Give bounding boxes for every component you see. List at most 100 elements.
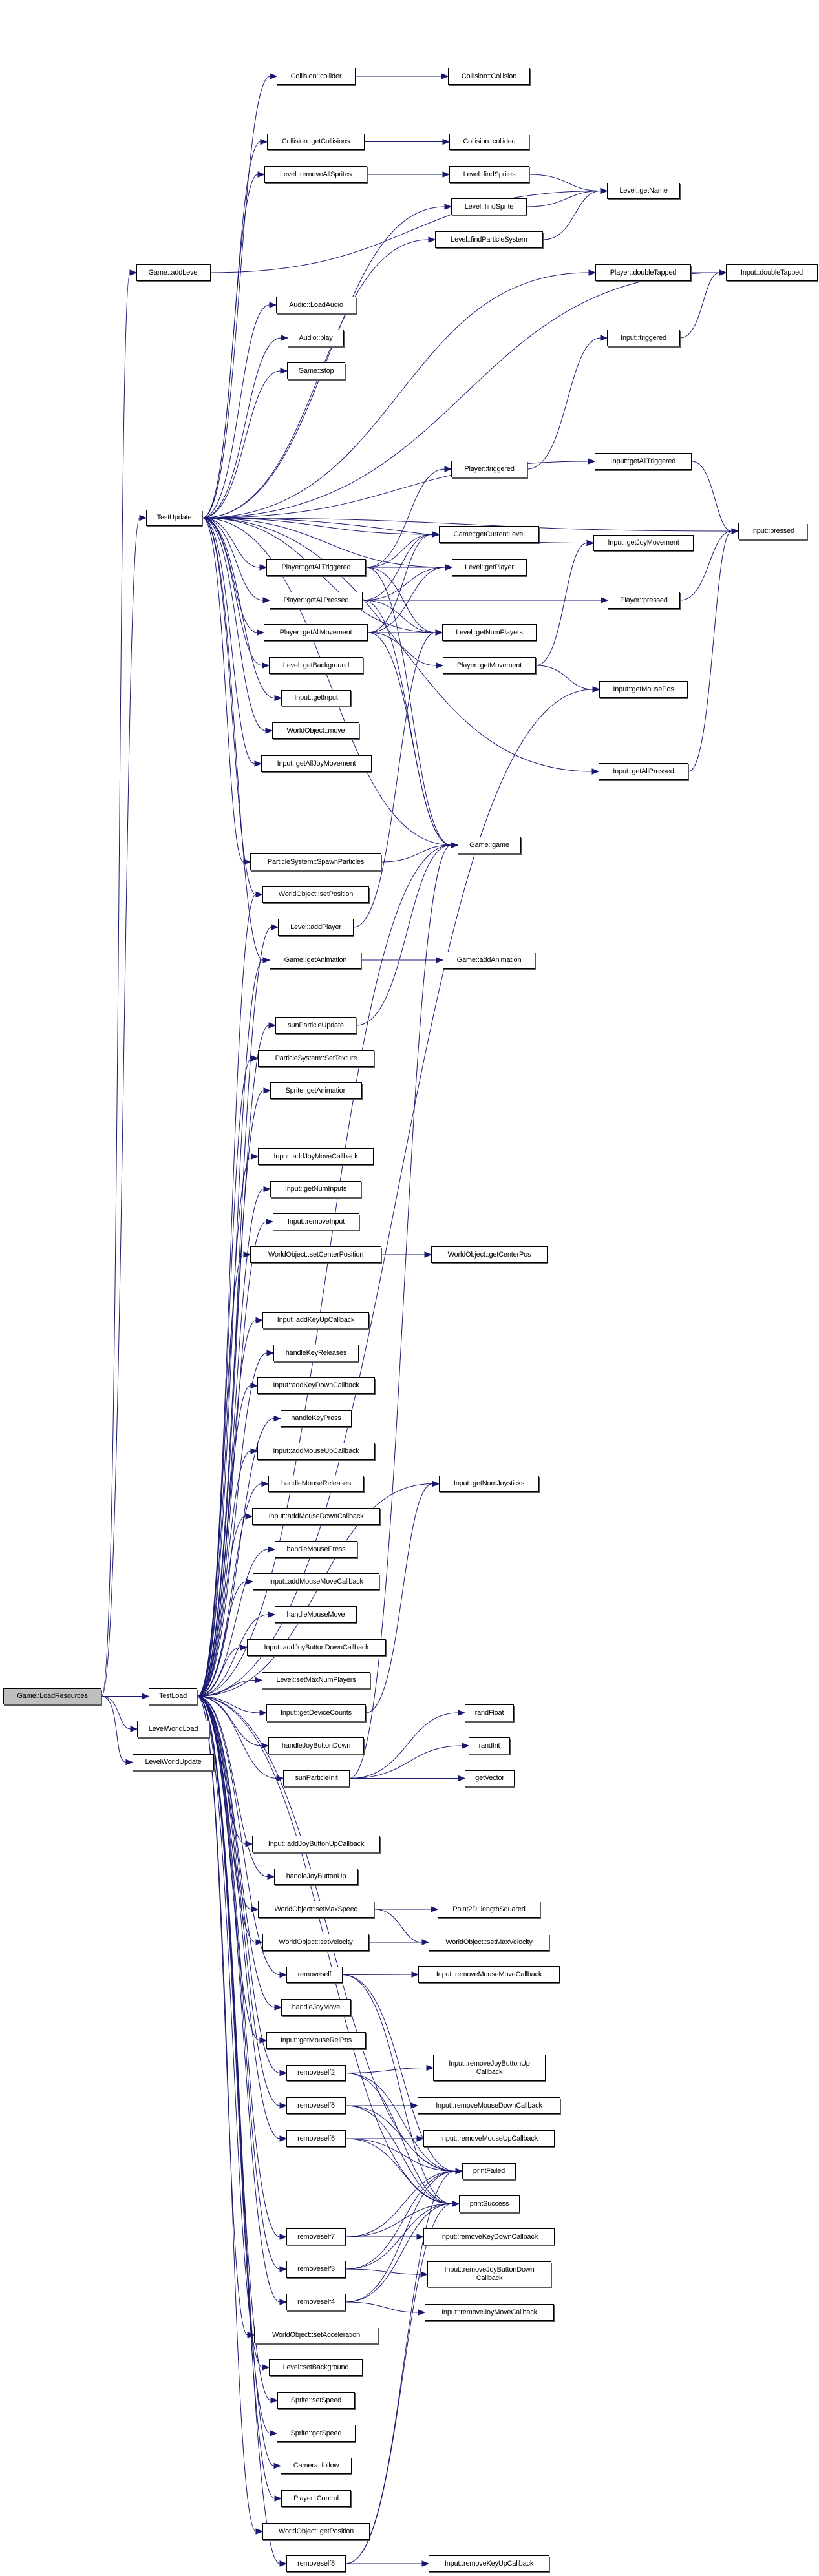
graph-node-rs1[interactable]: removeself — [286, 1967, 343, 1983]
graph-node-setPos[interactable]: WorldObject::setPosition — [262, 886, 369, 903]
graph-node-hKeyPress[interactable]: handleKeyPress — [281, 1410, 352, 1427]
graph-node-play[interactable]: Audio::play — [288, 330, 344, 346]
graph-node-addMouseDown[interactable]: Input::addMouseDownCallback — [252, 1508, 380, 1525]
graph-node-loadAudio[interactable]: Audio::LoadAudio — [276, 297, 356, 313]
graph-node-getVector[interactable]: getVector — [465, 1770, 515, 1786]
graph-node-testLoad[interactable]: TestLoad — [149, 1688, 197, 1704]
graph-node-rmMouseDown[interactable]: Input::removeMouseDownCallback — [418, 2097, 560, 2114]
graph-node-rs6[interactable]: removeself6 — [286, 2130, 346, 2147]
graph-node-numInputs[interactable]: Input::getNumInputs — [270, 1181, 361, 1197]
graph-node-numPlayers[interactable]: Level::getNumPlayers — [442, 624, 537, 641]
graph-node-hJoyMove[interactable]: handleJoyMove — [281, 1999, 351, 2016]
graph-node-setAccel[interactable]: WorldObject::setAcceleration — [254, 2327, 378, 2343]
graph-node-spawn[interactable]: ParticleSystem::SpawnParticles — [250, 853, 381, 870]
graph-node-getPosition[interactable]: WorldObject::getPosition — [262, 2523, 370, 2540]
graph-node-pAllPr[interactable]: Player::getAllPressed — [270, 592, 363, 609]
graph-node-setBg[interactable]: Level::setBackground — [269, 2359, 363, 2376]
graph-node-hKeyRel[interactable]: handleKeyReleases — [273, 1345, 359, 1361]
graph-node-addJoyBtnDown[interactable]: Input::addJoyButtonDownCallback — [247, 1639, 386, 1656]
graph-node-iTrig[interactable]: Input::triggered — [607, 330, 680, 346]
graph-node-lr[interactable]: Game::LoadResources — [3, 1688, 101, 1704]
graph-node-setMaxSpeed[interactable]: WorldObject::setMaxSpeed — [258, 1901, 374, 1918]
graph-node-sunUpd[interactable]: sunParticleUpdate — [275, 1017, 356, 1034]
graph-node-getInput[interactable]: Input::getInput — [281, 690, 351, 706]
graph-node-lwLoad[interactable]: LevelWorldLoad — [137, 1721, 209, 1737]
graph-node-control[interactable]: Player::Control — [281, 2490, 351, 2507]
graph-node-setSpeed[interactable]: Sprite::setSpeed — [277, 2392, 355, 2409]
graph-node-pAllMv[interactable]: Player::getAllMovement — [264, 624, 368, 641]
graph-node-rmKeyDown[interactable]: Input::removeKeyDownCallback — [423, 2228, 555, 2245]
graph-node-pTrig[interactable]: Player::triggered — [451, 461, 527, 477]
graph-node-findPS[interactable]: Level::findParticleSystem — [435, 231, 543, 248]
graph-node-pPressed[interactable]: Player::pressed — [608, 592, 680, 609]
graph-node-centerPos[interactable]: WorldObject::getCenterPos — [431, 1246, 548, 1263]
graph-node-addKeyUp[interactable]: Input::addKeyUpCallback — [262, 1312, 369, 1328]
graph-node-iAllPr[interactable]: Input::getAllPressed — [599, 763, 688, 780]
graph-node-allJoy[interactable]: Input::getAllJoyMovement — [261, 755, 372, 772]
graph-node-rmMouseUp[interactable]: Input::removeMouseUpCallback — [423, 2130, 555, 2147]
graph-node-randFloat[interactable]: randFloat — [465, 1704, 514, 1721]
graph-node-game[interactable]: Game::game — [458, 837, 521, 853]
graph-node-getSpeed[interactable]: Sprite::getSpeed — [277, 2425, 356, 2442]
graph-node-getName[interactable]: Level::getName — [607, 183, 680, 199]
graph-node-setCenter[interactable]: WorldObject::setCenterPosition — [250, 1246, 381, 1263]
graph-node-findSprite[interactable]: Level::findSprite — [451, 198, 527, 215]
graph-node-sprAnim[interactable]: Sprite::getAnimation — [270, 1082, 362, 1099]
graph-node-hMouseRel[interactable]: handleMouseReleases — [268, 1476, 364, 1492]
graph-node-hJoyBtnUp[interactable]: handleJoyButtonUp — [274, 1869, 358, 1885]
graph-node-rs7[interactable]: removeself7 — [286, 2228, 346, 2245]
graph-node-stop[interactable]: Game::stop — [287, 362, 345, 379]
graph-node-iPressed[interactable]: Input::pressed — [738, 523, 807, 539]
graph-node-devCounts[interactable]: Input::getDeviceCounts — [266, 1704, 366, 1721]
graph-node-move[interactable]: WorldObject::move — [272, 722, 359, 739]
graph-node-findSprites[interactable]: Level::findSprites — [449, 166, 529, 183]
graph-node-setMaxNum[interactable]: Level::setMaxNumPlayers — [262, 1672, 370, 1688]
graph-node-iDT[interactable]: Input::doubleTapped — [726, 264, 818, 281]
graph-node-rmInput[interactable]: Input::removeInput — [273, 1213, 359, 1230]
graph-node-col[interactable]: Collision::collider — [277, 68, 356, 85]
graph-node-lenSq[interactable]: Point2D::lengthSquared — [438, 1901, 540, 1918]
graph-node-mouseRel[interactable]: Input::getMouseRelPos — [266, 2032, 366, 2049]
graph-node-getBg[interactable]: Level::getBackground — [269, 657, 363, 674]
graph-node-collided[interactable]: Collision::collided — [449, 134, 529, 150]
graph-node-setVel[interactable]: WorldObject::setVelocity — [262, 1934, 369, 1951]
graph-node-rmJoyBtnDown[interactable]: Input::removeJoyButtonDown Callback — [427, 2261, 551, 2287]
graph-node-rs5[interactable]: removeself5 — [286, 2097, 346, 2114]
graph-node-testUpdate[interactable]: TestUpdate — [146, 510, 202, 526]
graph-node-rmAll[interactable]: Level::removeAllSprites — [264, 166, 367, 183]
graph-node-pMove[interactable]: Player::getMovement — [443, 657, 536, 674]
graph-node-mousePos[interactable]: Input::getMousePos — [599, 681, 688, 698]
graph-node-rs4[interactable]: removeself4 — [286, 2294, 346, 2310]
graph-node-iAllTrig[interactable]: Input::getAllTriggered — [595, 453, 692, 470]
graph-node-rs2[interactable]: removeself2 — [286, 2065, 346, 2081]
graph-node-addAnim[interactable]: Game::addAnimation — [443, 952, 535, 969]
graph-node-randInt[interactable]: randInt — [469, 1737, 510, 1754]
graph-node-getAnim[interactable]: Game::getAnimation — [270, 952, 361, 969]
graph-node-colCol[interactable]: Collision::Collision — [448, 68, 530, 85]
graph-node-rs8[interactable]: removeself8 — [286, 2555, 346, 2572]
graph-node-addMouseMove[interactable]: Input::addMouseMoveCallback — [253, 1573, 379, 1590]
graph-node-lwUpdate[interactable]: LevelWorldUpdate — [133, 1754, 214, 1770]
graph-node-addJoyMv[interactable]: Input::addJoyMoveCallback — [258, 1148, 374, 1165]
graph-node-rmMouseMove[interactable]: Input::removeMouseMoveCallback — [418, 1966, 560, 1983]
graph-node-printSuccess[interactable]: printSuccess — [459, 2195, 520, 2212]
graph-node-printFailed[interactable]: printFailed — [462, 2163, 516, 2179]
graph-node-pDT[interactable]: Player::doubleTapped — [595, 264, 691, 281]
graph-node-pAllTrig[interactable]: Player::getAllTriggered — [266, 559, 366, 576]
graph-node-setMaxVel[interactable]: WorldObject::setMaxVelocity — [429, 1934, 549, 1951]
graph-node-getColl[interactable]: Collision::getCollisions — [267, 134, 365, 150]
graph-node-addLevel[interactable]: Game::addLevel — [136, 264, 211, 281]
graph-node-follow[interactable]: Camera::follow — [281, 2458, 352, 2474]
graph-node-rmKeyUp[interactable]: Input::removeKeyUpCallback — [429, 2555, 549, 2572]
graph-node-setTex[interactable]: ParticleSystem::SetTexture — [258, 1050, 374, 1067]
graph-node-gcl[interactable]: Game::getCurrentLevel — [439, 526, 539, 543]
graph-node-getPlayer[interactable]: Level::getPlayer — [452, 559, 527, 576]
graph-node-hMousePress[interactable]: handleMousePress — [275, 1541, 357, 1558]
graph-node-hJoyBtnDown[interactable]: handleJoyButtonDown — [268, 1737, 364, 1754]
graph-node-iJoyMv[interactable]: Input::getJoyMovement — [593, 535, 694, 551]
graph-node-hMouseMove[interactable]: handleMouseMove — [275, 1606, 357, 1623]
graph-node-addPlayer[interactable]: Level::addPlayer — [278, 919, 354, 936]
graph-node-sunInit[interactable]: sunParticleInit — [283, 1770, 350, 1786]
graph-node-rmJoyBtnUp[interactable]: Input::removeJoyButtonUp Callback — [433, 2055, 546, 2081]
graph-node-addJoyBtnUp[interactable]: Input::addJoyButtonUpCallback — [252, 1836, 380, 1852]
